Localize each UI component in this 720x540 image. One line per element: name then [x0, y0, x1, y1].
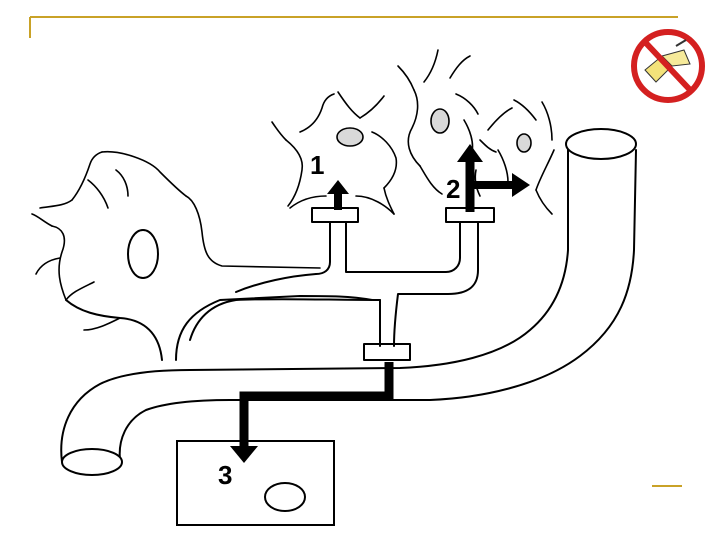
blood-vessel	[61, 129, 636, 475]
vessel-bottom-opening	[62, 449, 122, 475]
label-3: 3	[218, 460, 232, 490]
target-cell-box	[177, 441, 334, 525]
neuron-1-nucleus	[337, 128, 363, 146]
target-cell-nucleus	[265, 483, 305, 511]
neuron-2-nucleus	[431, 109, 449, 133]
left-neuron-nucleus	[128, 230, 158, 278]
neuron-3-nucleus	[517, 134, 531, 152]
arrow-1	[327, 180, 349, 210]
left-neuron	[32, 152, 372, 360]
neuron-3	[480, 100, 554, 214]
no-reading-sign-icon	[634, 32, 702, 100]
title-frame-decoration	[30, 17, 678, 38]
label-2: 2	[446, 174, 460, 204]
arrow-2	[457, 144, 530, 212]
synaptic-terminals	[312, 208, 494, 360]
axon-branches	[190, 222, 478, 346]
vessel-top-opening	[566, 129, 636, 159]
label-1: 1	[310, 150, 324, 180]
